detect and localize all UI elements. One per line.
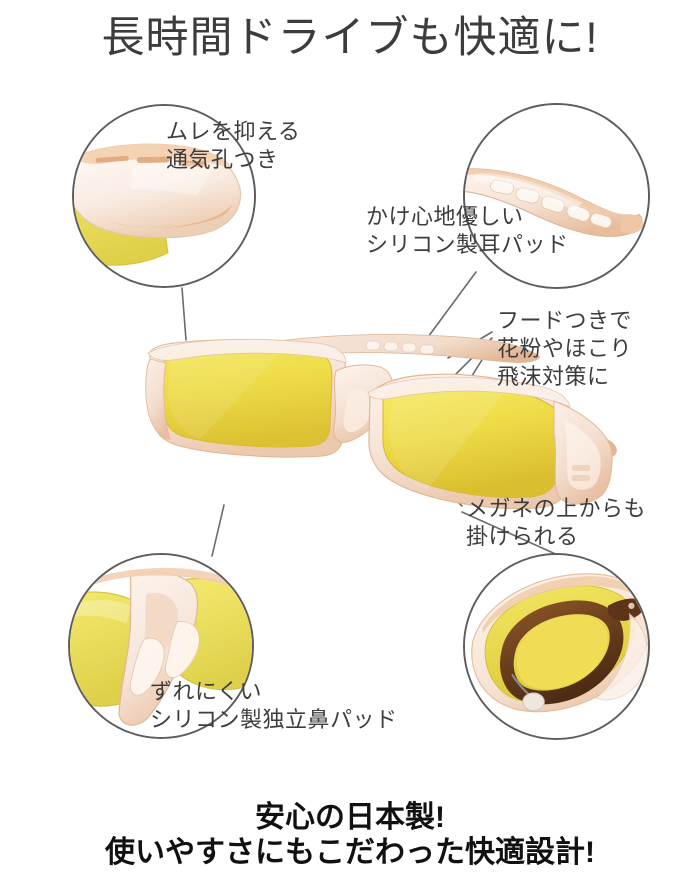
product-hinge [572,465,590,481]
callout-label-earpad: かけ心地優しい シリコン製耳パッド [366,203,569,259]
callout-earpad-line1: かけ心地優しい [366,204,524,229]
callout-vent-line1: ムレを抑える [166,119,301,144]
callout-hood-line2: 花粉やほこり [497,336,633,362]
callout-label-vent: ムレを抑える 通気孔つき [166,118,300,174]
overglass-closeup-art [465,555,648,738]
product-right-lens-unit [368,373,578,510]
callout-hood-line1: フードつきで [497,308,633,333]
product-left-hood [147,338,347,364]
vent-closeup-art [74,106,254,286]
callout-earpad-line2: シリコン製耳パッド [366,232,569,258]
nosepad-right-pad [165,620,200,678]
product-nose-pad [343,389,374,433]
inset-photo-overglass [463,553,650,740]
callout-label-nosepad: ずれにくい シリコン製独立鼻パッド [150,678,398,734]
callout-nosepad-line2: シリコン製独立鼻パッド [150,707,398,733]
nosepad-closeup-art [70,555,252,737]
footer-line2: 使いやすさにもこだわった快適設計! [105,836,595,870]
product-left-side-shield [145,358,171,440]
product-far-temple-earpad [365,340,435,355]
nosepad-left-pad [129,637,165,696]
footer-message: 安心の日本製! 使いやすさにもこだわった快適設計! [0,800,700,871]
page-title: 長時間ドライブも快適に! [101,14,599,62]
inset-photo-vent [72,104,256,288]
product-left-lens-unit [149,338,347,458]
main-product-image [145,334,617,510]
callout-vent-line2: 通気孔つき [166,147,279,173]
callout-hood-line3: 飛沫対策に [497,364,610,390]
callout-overglass-line1: メガネの上からも [466,496,647,521]
earpad-closeup-art [465,105,648,287]
callout-label-hood: フードつきで 花粉やほこり 飛沫対策に [497,307,632,391]
product-side-shield-inner [564,419,601,490]
callout-nosepad-line1: ずれにくい [150,679,263,704]
inset-photo-earpad [463,103,650,289]
inset-photo-nosepad [68,553,254,739]
footer-line1: 安心の日本製! [255,801,445,834]
callout-overglass-line2: 掛けられる [466,524,579,550]
callout-label-overglass: メガネの上からも 掛けられる [466,495,646,551]
product-right-hood [367,376,571,408]
